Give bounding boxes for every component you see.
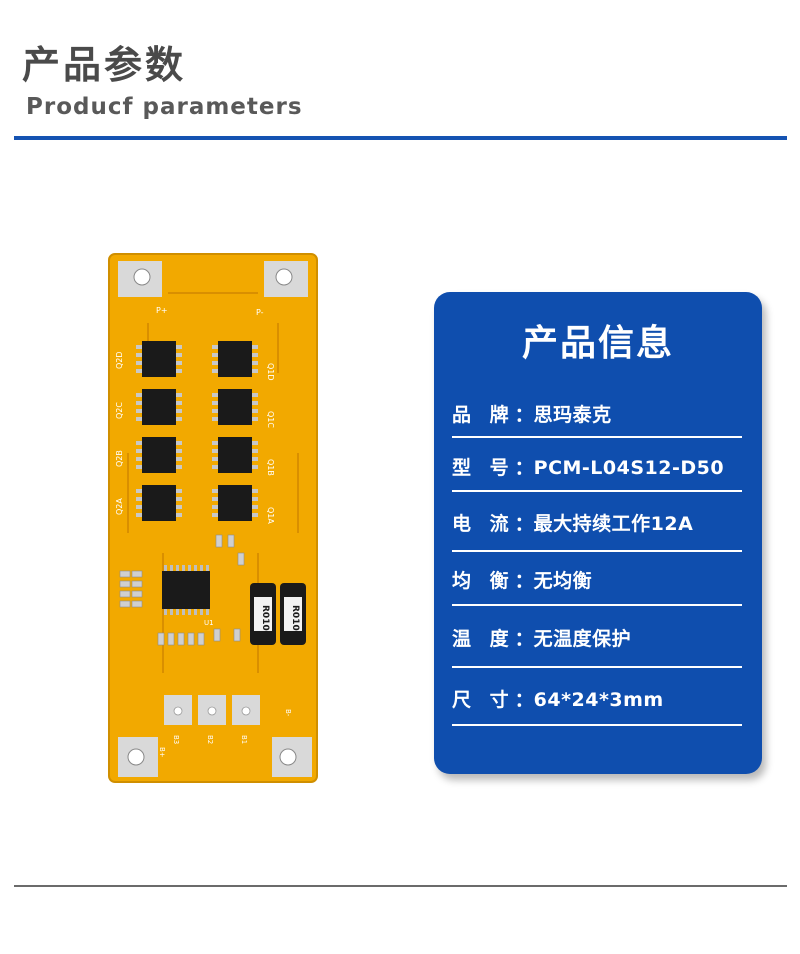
mosfet-chip xyxy=(136,485,182,521)
pad-top-right xyxy=(264,261,308,297)
passive-components xyxy=(119,534,245,646)
pad-bottom-left xyxy=(118,737,158,777)
header-divider xyxy=(14,136,787,140)
silk-b-minus: B- xyxy=(284,709,292,717)
info-value-temperature: 无温度保护 xyxy=(533,628,632,650)
info-label-temperature: 温 度 xyxy=(452,628,515,650)
info-row-temperature: 温 度：无温度保护 xyxy=(452,618,742,668)
silk-q1d: Q1D xyxy=(266,363,275,381)
balance-pads xyxy=(164,695,260,725)
pcb-product-image: P+ P- Q2D Q2C Q2B Q2A Q1D Q1C Q1B Q1A xyxy=(108,253,318,787)
silk-q1a: Q1A xyxy=(266,507,275,524)
silk-q2b: Q2B xyxy=(115,450,124,467)
info-value-size: 64*24*3mm xyxy=(533,689,664,711)
info-label-size: 尺 寸 xyxy=(452,689,515,711)
info-row-current: 电 流：最大持续工作12A xyxy=(452,504,742,552)
info-value-brand: 思玛泰克 xyxy=(533,404,612,426)
mosfet-chip xyxy=(212,437,258,473)
pcb-board: P+ P- Q2D Q2C Q2B Q2A Q1D Q1C Q1B Q1A xyxy=(108,253,318,783)
page-subtitle: Producf parameters xyxy=(26,94,303,120)
mosfet-chip xyxy=(136,389,182,425)
footer-divider xyxy=(14,885,787,887)
mosfet-chip xyxy=(212,485,258,521)
silk-p-plus: P+ xyxy=(156,306,168,315)
silk-q2d: Q2D xyxy=(115,351,124,369)
info-separator: ： xyxy=(514,513,534,535)
page-title: 产品参数 xyxy=(22,43,187,87)
pad-top-left xyxy=(118,261,162,297)
info-row-size: 尺 寸：64*24*3mm xyxy=(452,680,742,726)
info-separator: ： xyxy=(514,689,534,711)
silk-q1c: Q1C xyxy=(266,411,275,428)
mosfet-chip xyxy=(136,437,182,473)
silk-p-minus: P- xyxy=(256,308,264,317)
info-row-brand: 品 牌：思玛泰克 xyxy=(452,398,742,438)
mosfet-chip xyxy=(136,341,182,377)
silk-q2c: Q2C xyxy=(115,402,124,419)
silk-q1b: Q1B xyxy=(266,459,275,476)
pcb-substrate xyxy=(108,253,318,783)
info-label-current: 电 流 xyxy=(452,513,515,535)
mosfet-array xyxy=(136,341,258,521)
info-row-balance: 均 衡：无均衡 xyxy=(452,562,742,606)
silk-b-plus: B+ xyxy=(158,747,166,758)
info-value-model: PCM-L04S12-D50 xyxy=(533,457,725,479)
info-label-brand: 品 牌 xyxy=(452,404,515,426)
shunt-resistor-left: R010 xyxy=(250,583,276,645)
silk-q2a: Q2A xyxy=(115,498,124,515)
mosfet-chip xyxy=(212,341,258,377)
shunt-resistor-right: R010 xyxy=(280,583,306,645)
silk-u1: U1 xyxy=(204,619,214,627)
info-value-current: 最大持续工作12A xyxy=(533,513,694,535)
product-info-card: 产品信息 品 牌：思玛泰克 型 号：PCM-L04S12-D50 电 流：最大持… xyxy=(434,292,762,774)
info-separator: ： xyxy=(514,570,534,592)
ic-chip-u1 xyxy=(162,565,210,615)
pad-bottom-right xyxy=(272,737,312,777)
info-label-balance: 均 衡 xyxy=(452,570,515,592)
info-row-model: 型 号：PCM-L04S12-D50 xyxy=(452,450,742,492)
info-card-title: 产品信息 xyxy=(521,323,674,364)
silk-b2: B2 xyxy=(206,735,214,744)
silk-b3: B3 xyxy=(172,735,180,744)
info-value-balance: 无均衡 xyxy=(533,570,593,592)
silk-b1: B1 xyxy=(240,735,248,744)
info-separator: ： xyxy=(514,628,534,650)
info-separator: ： xyxy=(514,457,534,479)
info-separator: ： xyxy=(514,404,534,426)
info-label-model: 型 号 xyxy=(452,457,515,479)
shunt-label-right: R010 xyxy=(290,605,300,631)
shunt-label-left: R010 xyxy=(260,605,270,631)
mosfet-chip xyxy=(212,389,258,425)
